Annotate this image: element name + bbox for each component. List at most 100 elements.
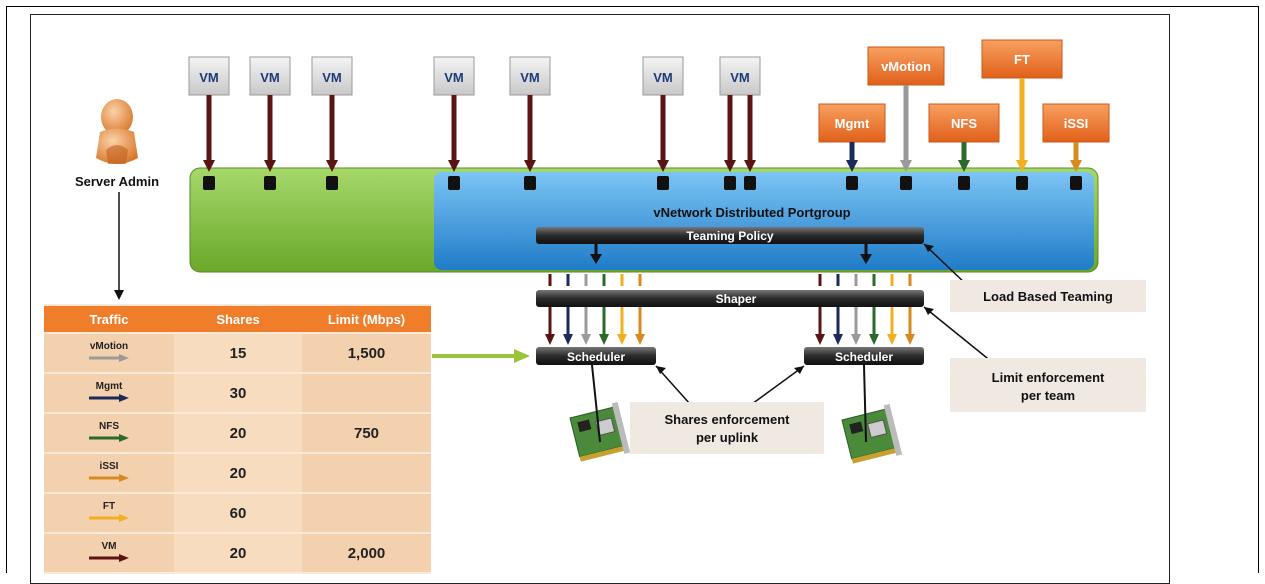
vm-node: VM (249, 56, 291, 172)
svg-text:VM: VM (444, 70, 464, 85)
port (657, 176, 669, 190)
traffic-flow-arrow (851, 274, 861, 345)
scheduler-to-nic-line (591, 364, 601, 443)
traffic-cell: vMotion (44, 334, 174, 372)
port (1070, 176, 1082, 190)
scheduler-right (804, 347, 924, 365)
traffic-name: NFS (99, 420, 119, 432)
traffic-arrow-icon (89, 553, 129, 562)
teaming-uplink-arrowhead (590, 254, 602, 264)
limit-cell: 2,000 (302, 534, 431, 572)
traffic-flow-arrow (599, 274, 609, 345)
traffic-flow-arrow (617, 274, 627, 345)
limit-cell (302, 374, 431, 412)
traffic-arrow-icon (89, 353, 129, 362)
svg-text:VM: VM (653, 70, 673, 85)
shaper-bar (536, 290, 924, 307)
port (900, 176, 912, 190)
limit-cell: 750 (302, 414, 431, 452)
shares-cell: 30 (174, 374, 302, 412)
portgroup-label: vNetwork Distributed Portgroup (653, 205, 850, 220)
vm-node: VM (642, 56, 684, 172)
traffic-name: FT (102, 500, 116, 512)
traffic-name: iSSI (99, 460, 119, 472)
traffic-flow-arrow (887, 274, 897, 345)
limit-cell (302, 494, 431, 532)
port (1016, 176, 1028, 190)
traffic-arrow-icon (89, 393, 129, 402)
traffic-arrow-icon (89, 513, 129, 522)
svg-text:NFS: NFS (951, 116, 977, 131)
shares-cell: 15 (174, 334, 302, 372)
traffic-flow-arrow (833, 274, 843, 345)
service-node-ft: FT (981, 39, 1063, 172)
vm-group: VM VM VM VM VM VM VM (188, 56, 761, 172)
service-group: vMotion FT Mgmt NFS iSSI (818, 39, 1110, 172)
svg-text:VM: VM (322, 70, 342, 85)
table-row: FT 60 (44, 494, 431, 532)
traffic-flow-arrow (581, 274, 591, 345)
limit-enforcement-callout: Limit enforcement per team (923, 306, 1146, 412)
traffic-flow-arrow (869, 274, 879, 345)
port (846, 176, 858, 190)
svg-text:FT: FT (1014, 52, 1030, 67)
port (203, 176, 215, 190)
traffic-name: Mgmt (95, 380, 123, 392)
shares-cell: 20 (174, 454, 302, 492)
traffic-flow-arrow (545, 274, 555, 345)
server-admin-label: Server Admin (75, 174, 159, 189)
admin-connector-arrowhead (114, 290, 124, 300)
traffic-name: VM (101, 540, 117, 552)
shares-enforcement-callout: Shares enforcement per uplink (630, 365, 824, 454)
traffic-flows (545, 274, 915, 345)
traffic-cell: iSSI (44, 454, 174, 492)
scheduler-right-label: Scheduler (835, 350, 893, 364)
teaming-uplink-arrowhead (860, 254, 872, 264)
shares-cell: 20 (174, 414, 302, 452)
outer-frame (6, 6, 1259, 573)
svg-text:Limit enforcement: Limit enforcement (992, 370, 1105, 385)
traffic-flow-arrow (563, 274, 573, 345)
svg-text:Load Based Teaming: Load Based Teaming (983, 289, 1113, 304)
shares-cell: 60 (174, 494, 302, 532)
svg-text:iSSI: iSSI (1064, 116, 1089, 131)
scheduler-left-label: Scheduler (567, 350, 625, 364)
svg-text:Mgmt: Mgmt (835, 116, 870, 131)
limit-cell: 1,500 (302, 334, 431, 372)
traffic-flow-arrow (905, 274, 915, 345)
port (524, 176, 536, 190)
svg-text:vMotion: vMotion (881, 59, 931, 74)
svg-text:VM: VM (730, 70, 750, 85)
svg-text:VM: VM (260, 70, 280, 85)
table-to-scheduler-arrow (432, 349, 530, 363)
teaming-policy-label: Teaming Policy (686, 229, 773, 243)
svg-text:VM: VM (199, 70, 219, 85)
traffic-cell: NFS (44, 414, 174, 452)
port-group (203, 176, 1082, 190)
table-row: iSSI 20 (44, 454, 431, 492)
table-row: Mgmt 30 (44, 374, 431, 412)
service-node-vmotion: vMotion (867, 46, 945, 172)
shares-cell: 20 (174, 534, 302, 572)
port (264, 176, 276, 190)
limit-cell (302, 454, 431, 492)
traffic-flow-arrow (635, 274, 645, 345)
traffic-cell: Mgmt (44, 374, 174, 412)
traffic-cell: FT (44, 494, 174, 532)
svg-text:Shares enforcement: Shares enforcement (665, 412, 791, 427)
scheduler-to-nic-line (863, 364, 867, 443)
traffic-header: Traffic (44, 306, 174, 332)
shaper-label: Shaper (716, 292, 757, 306)
port (326, 176, 338, 190)
traffic-arrow-icon (89, 433, 129, 442)
svg-text:VM: VM (520, 70, 540, 85)
port (744, 176, 756, 190)
port (724, 176, 736, 190)
svg-text:per team: per team (1021, 388, 1075, 403)
vm-node: VM (433, 56, 475, 172)
limit-header: Limit (Mbps) (302, 306, 431, 332)
